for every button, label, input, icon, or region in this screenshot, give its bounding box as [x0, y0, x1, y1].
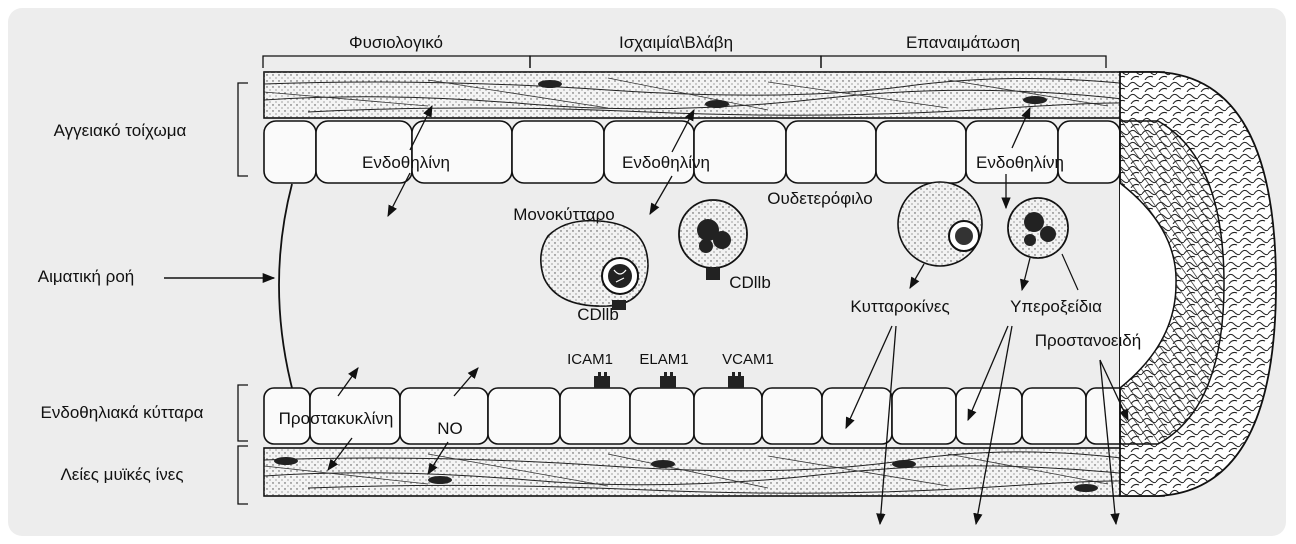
elam1-label: ELAM1: [639, 351, 688, 368]
vessel-end-cap: [1120, 72, 1276, 496]
bottom-muscle-layer: [264, 448, 1167, 496]
cd11b-label-monocyte: CDllb: [577, 305, 619, 324]
lumen-edge: [279, 184, 292, 388]
phase-bracket-ischemia: [530, 56, 821, 68]
icam1-label: ICAM1: [567, 351, 613, 368]
cytokines-label: Κυτταροκίνες: [850, 297, 949, 316]
no-label: NO: [437, 419, 463, 438]
phase-bracket-reperfusion: [821, 56, 1106, 68]
phase-bracket-normal: [263, 56, 530, 68]
cd11b-label-neutrophil: CDllb: [729, 273, 771, 292]
endothelin-label-3: Ενδοθηλίνη: [976, 153, 1064, 172]
vessel-wall-label: Αγγειακό τοίχωμα: [54, 121, 187, 140]
elam1-receptor: [660, 372, 676, 388]
top-muscle-layer: [264, 72, 1167, 118]
blood-flow-label: Αιματική ροή: [38, 267, 135, 286]
superoxides-source-arrow: [1022, 258, 1030, 290]
phase-reperfusion-label: Επαναιμάτωση: [906, 33, 1020, 52]
vessel-diagram: Φυσιολογικό Ισχαιμία\Βλάβη Επαναιμάτωση …: [8, 8, 1286, 536]
bracket-vessel-wall: [238, 83, 248, 176]
cytokines-source-arrow: [910, 264, 924, 288]
prostanoids-source-line: [1062, 254, 1078, 290]
phase-ischemia-label: Ισχαιμία\Βλάβη: [619, 33, 733, 52]
neutrophil-label: Ουδετερόφιλο: [767, 189, 872, 208]
reperfusion-monocyte-cell: [898, 182, 982, 266]
vcam1-receptor: [728, 372, 744, 388]
bracket-smooth-muscle: [238, 446, 248, 504]
prostanoids-label: Προστανοειδή: [1035, 331, 1141, 350]
endothelin-label-1: Ενδοθηλίνη: [362, 153, 450, 172]
icam1-receptor: [594, 372, 610, 388]
neutrophil-cell: [679, 200, 747, 280]
prostacyclin-label: Προστακυκλίνη: [279, 409, 394, 428]
diagram-frame: Φυσιολογικό Ισχαιμία\Βλάβη Επαναιμάτωση …: [8, 8, 1286, 536]
monocyte-label: Μονοκύτταρο: [513, 205, 615, 224]
endothelial-cells-label: Ενδοθηλιακά κύτταρα: [41, 403, 204, 422]
smooth-muscle-label: Λείες μυϊκές ίνες: [60, 465, 183, 484]
endothelin-label-2: Ενδοθηλίνη: [622, 153, 710, 172]
bracket-endothelial: [238, 385, 248, 441]
bottom-endothelial-layer: [264, 388, 1138, 444]
monocyte-cell: [541, 221, 648, 310]
phase-normal-label: Φυσιολογικό: [349, 33, 443, 52]
vcam1-label: VCAM1: [722, 351, 774, 368]
superoxides-label: Υπεροξείδια: [1010, 297, 1102, 316]
reperfusion-neutrophil-cell: [1008, 198, 1068, 258]
top-endothelial-layer: [264, 121, 1120, 183]
